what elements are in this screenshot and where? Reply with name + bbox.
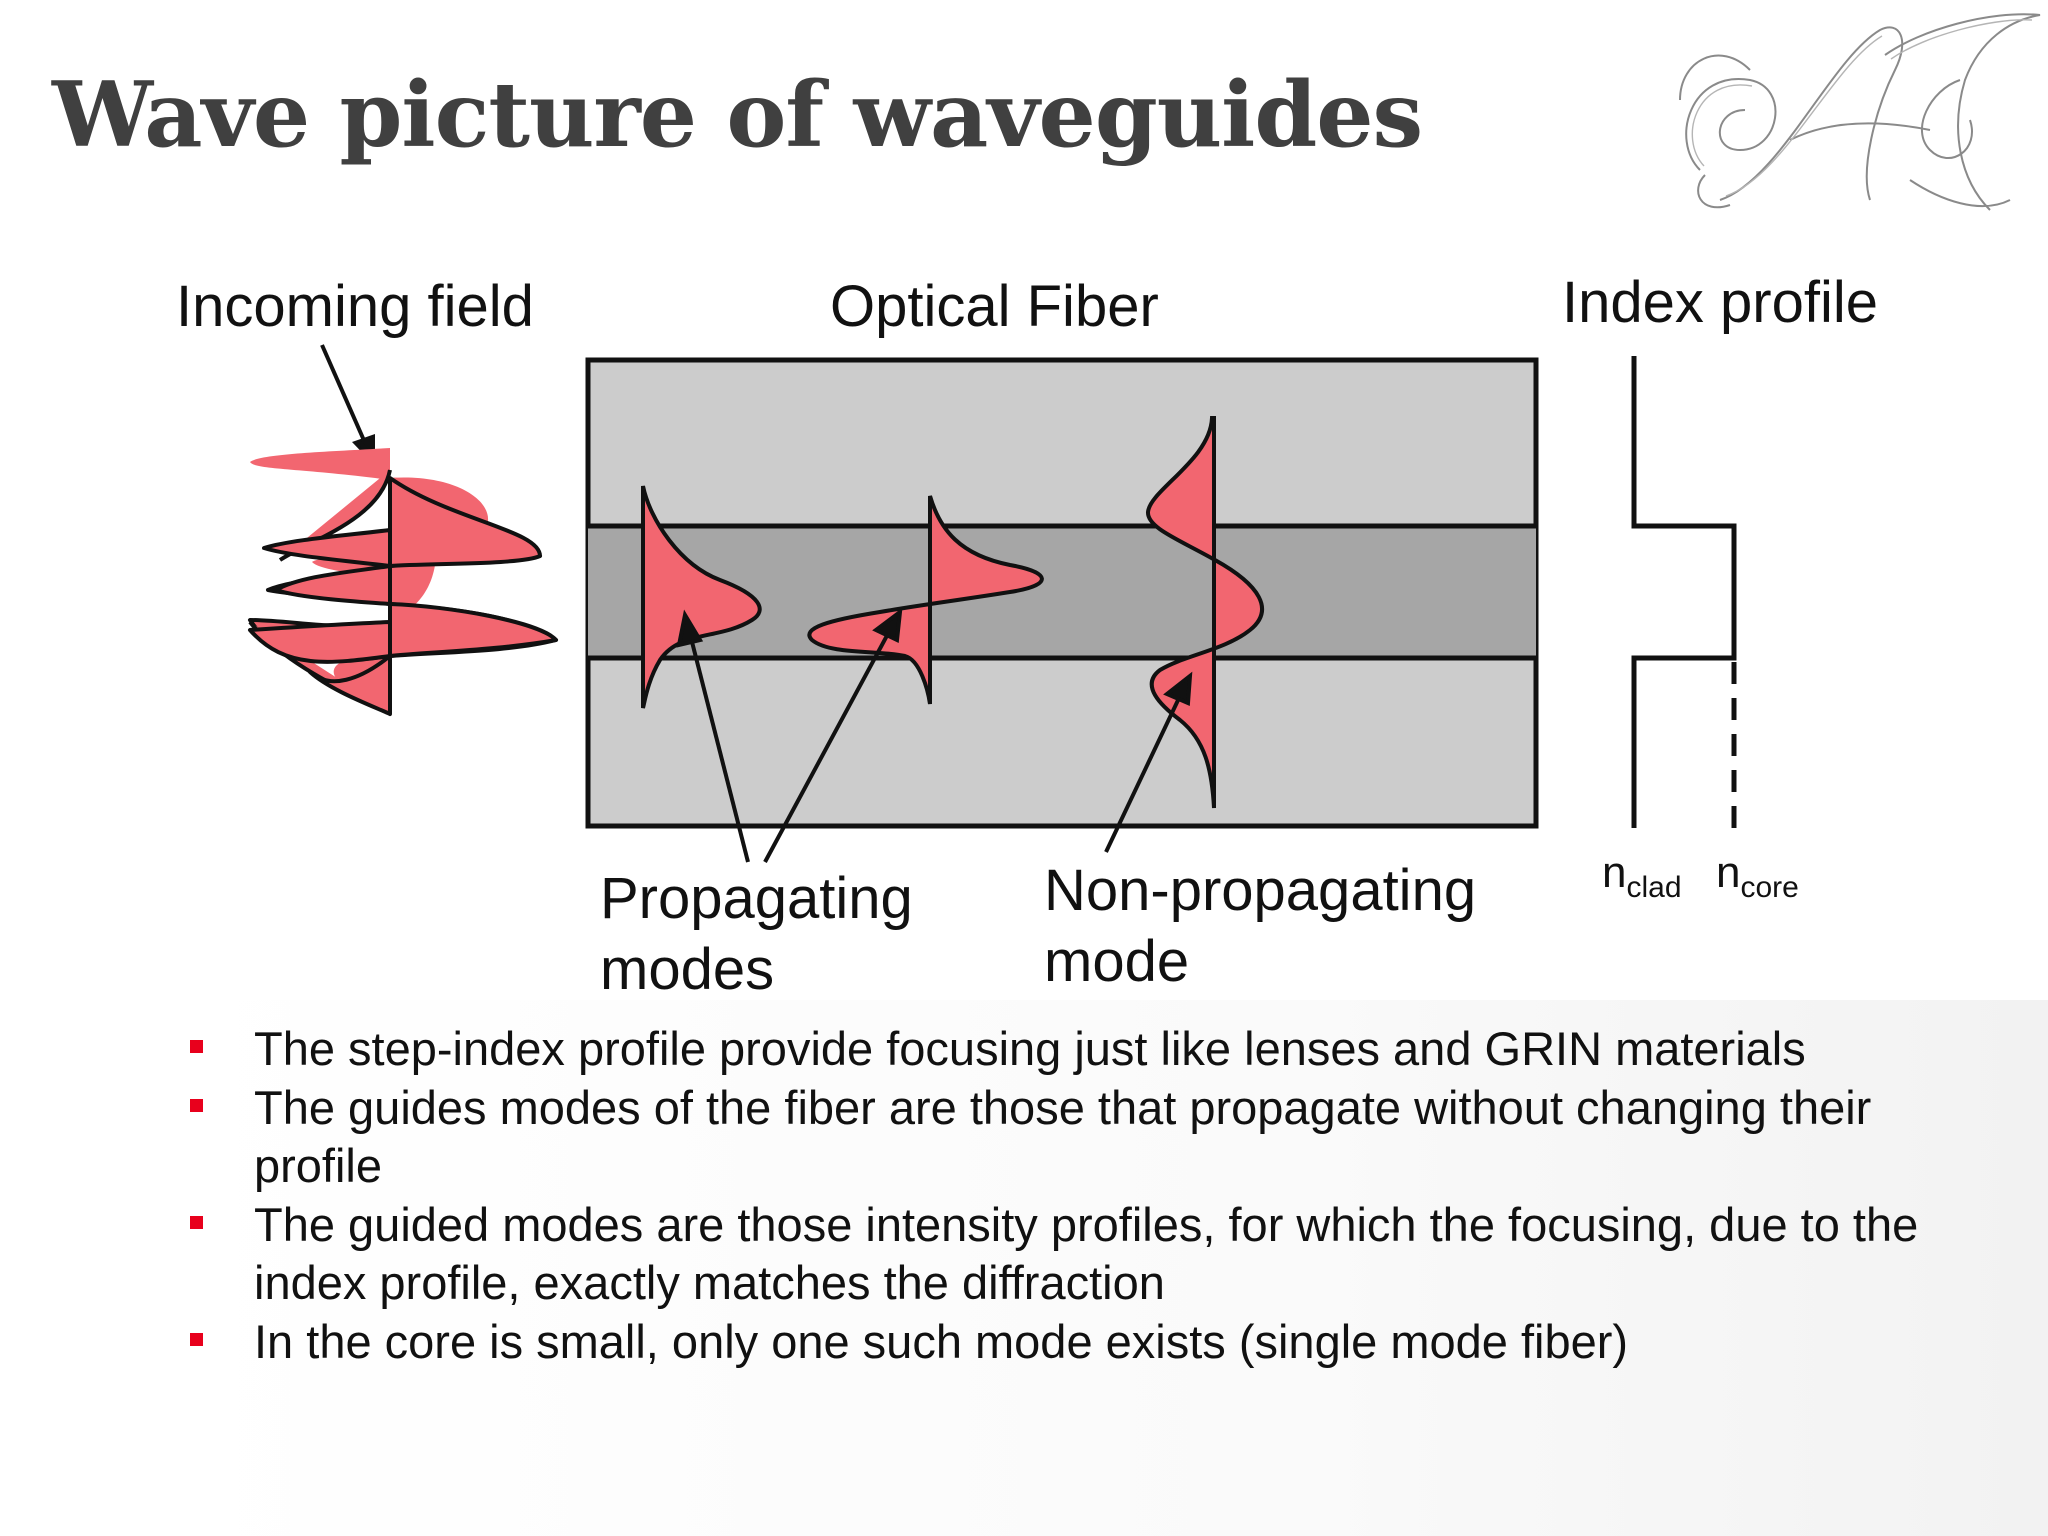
bullet-marker [190, 1216, 203, 1229]
bullet-marker [190, 1040, 203, 1053]
content-background [180, 1000, 2048, 1536]
incoming-field-lobes [248, 476, 558, 716]
incoming-field-arrow [320, 344, 368, 446]
bullet-item: The guides modes of the fiber are those … [186, 1079, 1986, 1195]
index-profile-label: Index profile [1562, 270, 1878, 335]
non-propagating-mode [1146, 416, 1264, 809]
nonprop-line-1: Non-propagating [1044, 858, 1477, 923]
n-clad-label: nclad [1602, 848, 1682, 904]
propagating-line-2: modes [600, 936, 775, 1002]
monogram-logo-icon [1679, 13, 2041, 211]
nonprop-line-2: mode [1044, 928, 1190, 994]
bullet-marker [190, 1333, 203, 1346]
propagating-modes-label: Propagating modes [600, 864, 913, 1006]
bullet-item: The step-index profile provide focusing … [186, 1020, 1986, 1078]
non-propagating-mode-label: Non-propagating mode [1044, 856, 1476, 998]
bullet-list: The step-index profile provide focusing … [186, 1020, 1986, 1372]
propagating-mode-1 [641, 485, 762, 709]
bullet-item: In the core is small, only one such mode… [186, 1313, 1986, 1371]
incoming-field-profile [248, 440, 558, 714]
propagating-mode-2 [807, 495, 1044, 705]
optical-fiber-label: Optical Fiber [830, 274, 1159, 339]
index-profile-graph [1631, 356, 1737, 836]
bullet-marker [190, 1099, 203, 1112]
incoming-field-label: Incoming field [176, 274, 534, 339]
bullet-item: The guided modes are those intensity pro… [186, 1196, 1986, 1312]
propagating-arrows [676, 607, 1193, 863]
n-core-label: ncore [1716, 848, 1799, 904]
propagating-line-1: Propagating [600, 866, 913, 931]
slide-title: Wave picture of waveguides [52, 62, 1423, 168]
